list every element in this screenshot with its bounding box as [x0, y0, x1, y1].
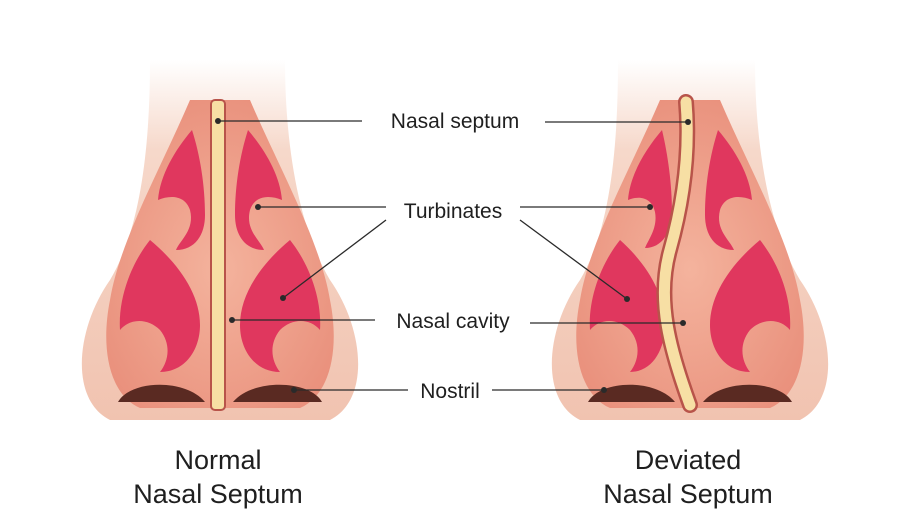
deviated-turbinate-right-upper: [705, 130, 752, 250]
deviated-nose: [551, 60, 829, 420]
normal-turbinate-left-lower: [119, 240, 200, 372]
caption-normal-line2: Nasal Septum: [133, 479, 303, 509]
normal-septum: [210, 99, 226, 411]
deviated-turbinate-right-lower: [710, 240, 791, 372]
normal-turbinate-right-lower: [240, 240, 321, 372]
deviated-septum-core: [658, 96, 696, 411]
caption-deviated-line2: Nasal Septum: [603, 479, 773, 509]
normal-nose: [81, 60, 359, 420]
leader-lines: [215, 118, 691, 393]
deviated-nostril-right: [703, 384, 792, 402]
normal-turbinate-right-upper: [235, 130, 282, 250]
label-turbinates: Turbinates: [404, 200, 502, 223]
deviated-nostril-left: [588, 384, 675, 402]
deviated-turbinate-left-upper: [628, 130, 672, 248]
caption-deviated-line1: Deviated: [635, 445, 742, 475]
normal-nostril-right: [233, 384, 322, 402]
label-nasal-septum: Nasal septum: [391, 110, 519, 133]
normal-turbinate-left-upper: [158, 130, 205, 250]
caption-normal-line1: Normal: [174, 445, 261, 475]
deviated-turbinate-left-lower: [589, 240, 665, 372]
label-nasal-cavity: Nasal cavity: [396, 310, 510, 333]
label-nostril: Nostril: [420, 380, 480, 403]
normal-nostril-left: [118, 384, 205, 402]
